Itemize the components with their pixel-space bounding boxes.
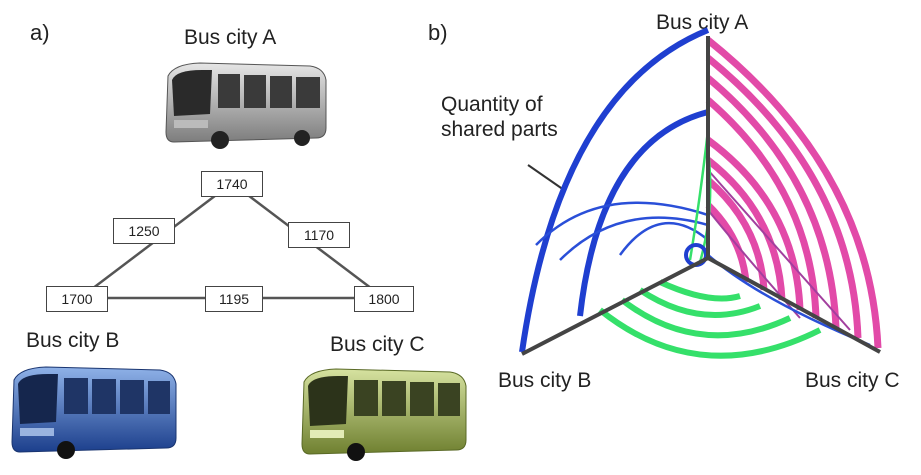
arc-ac-4: [705, 97, 820, 319]
axis-c-label: Bus city C: [805, 369, 900, 392]
arc-ab-thin-1: [535, 201, 709, 246]
arcs-a-c-thin: [707, 169, 851, 331]
edge-bc-value: 1195: [205, 286, 263, 312]
arc-ab-thin-3: [618, 222, 709, 256]
arc-bc-1: [598, 307, 822, 359]
panel-b-label: b): [428, 20, 448, 45]
arc-ac-outer-1: [705, 37, 882, 349]
node-c-value: 1800: [354, 286, 414, 312]
annotation-leader: [527, 164, 565, 191]
edge-ab-value: 1250: [113, 218, 175, 244]
arc-ab-inner: [577, 109, 709, 317]
bus-city-b-label: Bus city B: [26, 329, 120, 352]
bus-a-image: [165, 62, 327, 149]
arc-ac-5: [705, 137, 804, 311]
arcs-a-c: [705, 37, 882, 349]
arc-ab-outer: [519, 27, 710, 353]
shared-parts-annotation: Quantity of shared parts: [441, 93, 558, 141]
arc-ab-thin-2: [559, 216, 709, 261]
axis-c-line: [707, 256, 881, 354]
axis-b-line: [521, 256, 709, 356]
bus-c-image: [301, 368, 467, 461]
bus-city-c-label: Bus city C: [330, 333, 425, 356]
arcs-b-c: [598, 279, 822, 359]
node-b-value: 1700: [46, 286, 108, 312]
node-a-value: 1740: [201, 171, 263, 197]
bus-city-a-label: Bus city A: [184, 26, 277, 49]
arc-ac-thin-1: [707, 169, 851, 331]
arc-ac-outer-2: [705, 55, 862, 339]
arc-ac-6: [705, 157, 786, 301]
arc-bc-2: [620, 297, 792, 339]
axis-b-label: Bus city B: [498, 369, 592, 392]
arcs-a-b: [519, 27, 710, 353]
panel-a-label: a): [30, 20, 50, 45]
bus-b-image: [11, 366, 177, 459]
axis-a-label: Bus city A: [656, 11, 749, 34]
arc-ac-outer-3: [705, 75, 840, 329]
arc-bc-4: [658, 279, 741, 302]
arc-bc-3: [638, 287, 762, 318]
edge-ac-value: 1170: [288, 222, 350, 248]
